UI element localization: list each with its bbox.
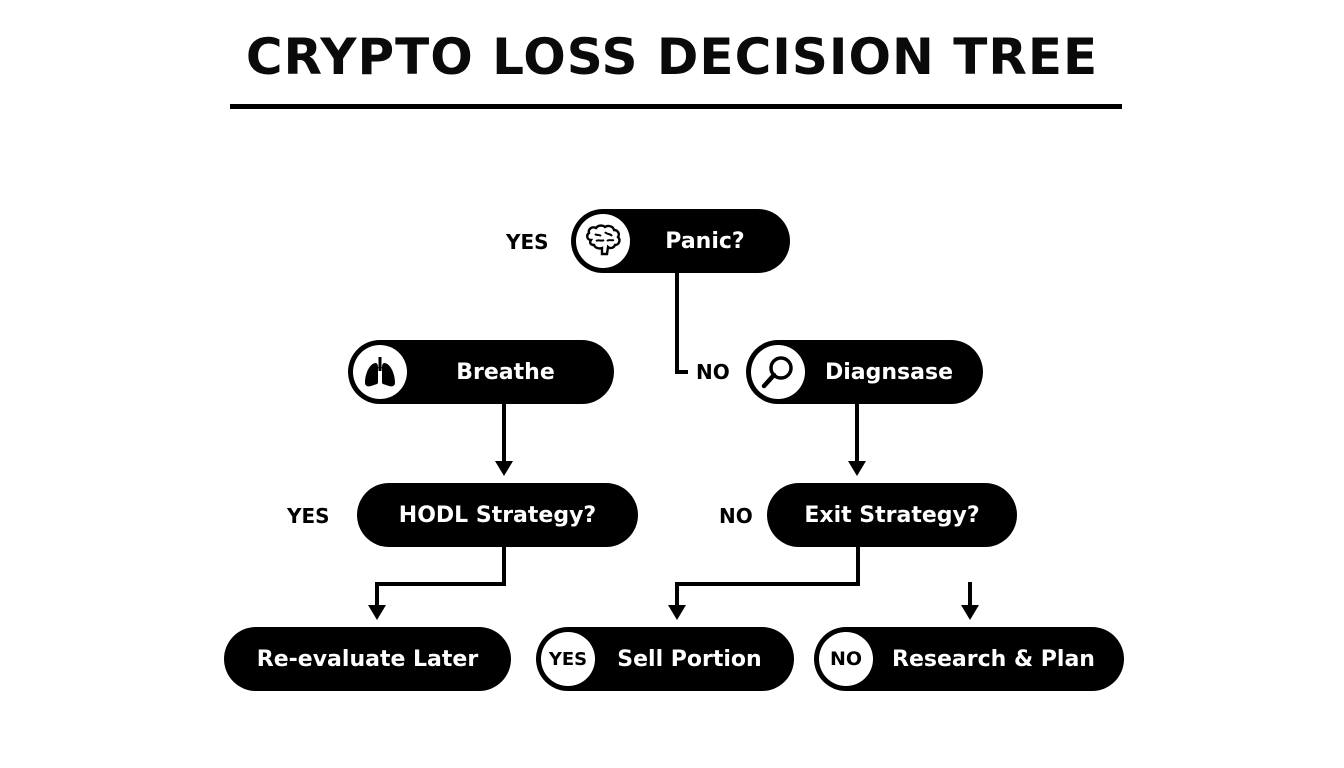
node-breathe[interactable]: Breathe [348, 340, 614, 404]
magnifier-icon [751, 345, 805, 399]
no-badge: NO [819, 632, 873, 686]
yes-badge: YES [541, 632, 595, 686]
hodl-yes-label: YES [287, 504, 330, 528]
lungs-icon [353, 345, 407, 399]
exit-no-label: NO [719, 504, 753, 528]
title-divider [230, 104, 1122, 109]
node-research-plan[interactable]: NO Research & Plan [814, 627, 1124, 691]
node-research-label: Research & Plan [892, 646, 1095, 672]
node-sell-portion[interactable]: YES Sell Portion [536, 627, 794, 691]
node-exit-label: Exit Strategy? [804, 502, 980, 528]
brain-icon [576, 214, 630, 268]
node-panic[interactable]: Panic? [571, 209, 790, 273]
node-diagnose[interactable]: Diagnsase [746, 340, 983, 404]
node-hodl-label: HODL Strategy? [398, 502, 597, 528]
node-hodl-strategy[interactable]: HODL Strategy? [357, 483, 638, 547]
node-diagnose-label: Diagnsase [824, 359, 953, 385]
node-breathe-label: Breathe [456, 359, 555, 385]
panic-yes-label: YES [506, 230, 549, 254]
node-panic-label: Panic? [665, 228, 745, 254]
node-sell-label: Sell Portion [617, 646, 762, 672]
node-exit-strategy[interactable]: Exit Strategy? [767, 483, 1017, 547]
node-reevaluate-later[interactable]: Re-evaluate Later [224, 627, 511, 691]
node-reevaluate-label: Re-evaluate Later [256, 646, 479, 672]
diagnose-no-label: NO [696, 360, 730, 384]
page-title: CRYPTO LOSS DECISION TREE [245, 28, 1099, 86]
